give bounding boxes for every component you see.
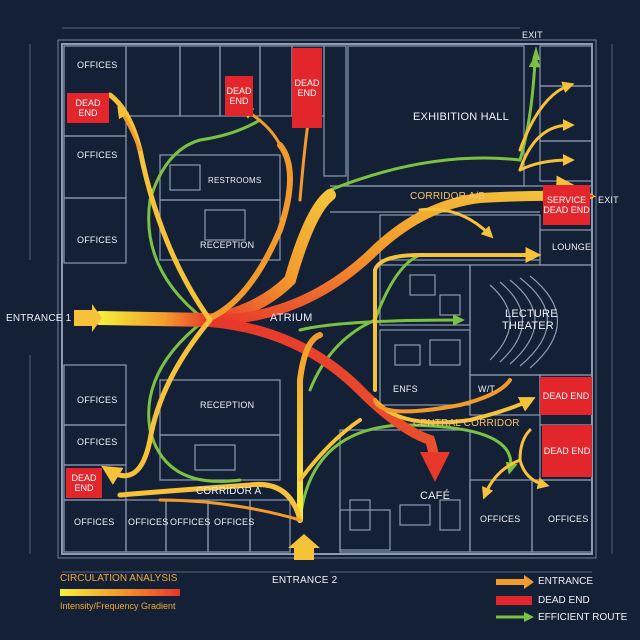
room-lecture-theater-line2: THEATER [502, 320, 554, 332]
exit-right-label: EXIT [598, 195, 619, 205]
room-offices-left-1: OFFICES [77, 150, 118, 160]
exit-top-arrow [532, 46, 540, 60]
entrance-2-label: ENTRANCE 2 [272, 575, 338, 586]
room-offices-left-3: OFFICES [77, 395, 118, 405]
room-restrooms: RESTROOMS [208, 176, 262, 185]
dead-end-top-left: DEAD END [67, 93, 109, 123]
legend-efficient-route: EFFICIENT ROUTE [538, 612, 628, 623]
room-lounge: LOUNGE [552, 242, 592, 252]
dead-end-bottom-left: DEAD END [66, 468, 102, 498]
entrance-1-arrow [74, 304, 102, 332]
entrance-arrows [74, 46, 594, 560]
legend-entrance-swatch [496, 575, 534, 589]
legend-dead-end-swatch [496, 596, 532, 605]
dead-end-right-2: DEAD END [542, 425, 592, 477]
legend-entrance: ENTRANCE [538, 576, 594, 587]
entrance-1-label: ENTRANCE 1 [6, 313, 72, 324]
room-offices-bottom-4: OFFICES [214, 517, 255, 527]
room-lecture-theater-line1: LECTURE [505, 308, 558, 320]
room-enfs: ENFS [393, 384, 418, 394]
room-atrium: ATRIUM [270, 312, 313, 324]
dead-end-right-1: DEAD END [540, 377, 592, 415]
room-exhibition-hall: EXHIBITION HALL [413, 111, 509, 123]
corridor-ab: CORRIDOR A/B [410, 191, 486, 202]
room-offices-left-4: OFFICES [77, 437, 118, 447]
entrance-2-arrow [288, 534, 320, 560]
room-offices-top-left: OFFICES [77, 60, 118, 70]
room-offices-bottom-1: OFFICES [74, 517, 115, 527]
room-offices-bottom-2: OFFICES [128, 517, 169, 527]
dimension-lines [29, 27, 613, 573]
corridor-a: CORRIDOR A [196, 486, 262, 497]
primary-flows [93, 81, 596, 523]
room-reception-top: RECEPTION [200, 240, 255, 250]
interior-walls [63, 45, 593, 553]
room-wc: W/T [478, 384, 496, 394]
efficient-routes [147, 55, 541, 522]
room-offices-left-2: OFFICES [77, 235, 118, 245]
room-offices-bottom-3: OFFICES [170, 517, 211, 527]
intensity-gradient-swatch [60, 589, 180, 596]
room-reception-bottom: RECEPTION [200, 400, 255, 410]
legend-title: CIRCULATION ANALYSIS [60, 573, 178, 584]
room-cafe: CAFÉ [420, 490, 451, 502]
exit-top-label: EXIT [522, 30, 543, 40]
legend-subtitle: Intensity/Frequency Gradient [60, 601, 176, 611]
service-dead-end: SERVICE DEAD END [543, 185, 590, 225]
dead-end-top-2: DEAD END [292, 48, 322, 128]
room-offices-bottom-right-1: OFFICES [480, 514, 521, 524]
corridor-central: CENTRAL CORRIDOR [413, 418, 520, 429]
legend-swatches [60, 575, 534, 622]
legend-dead-end: DEAD END [538, 595, 590, 606]
dead-end-top-1: DEAD END [225, 76, 253, 116]
room-offices-bottom-right-2: OFFICES [548, 514, 589, 524]
